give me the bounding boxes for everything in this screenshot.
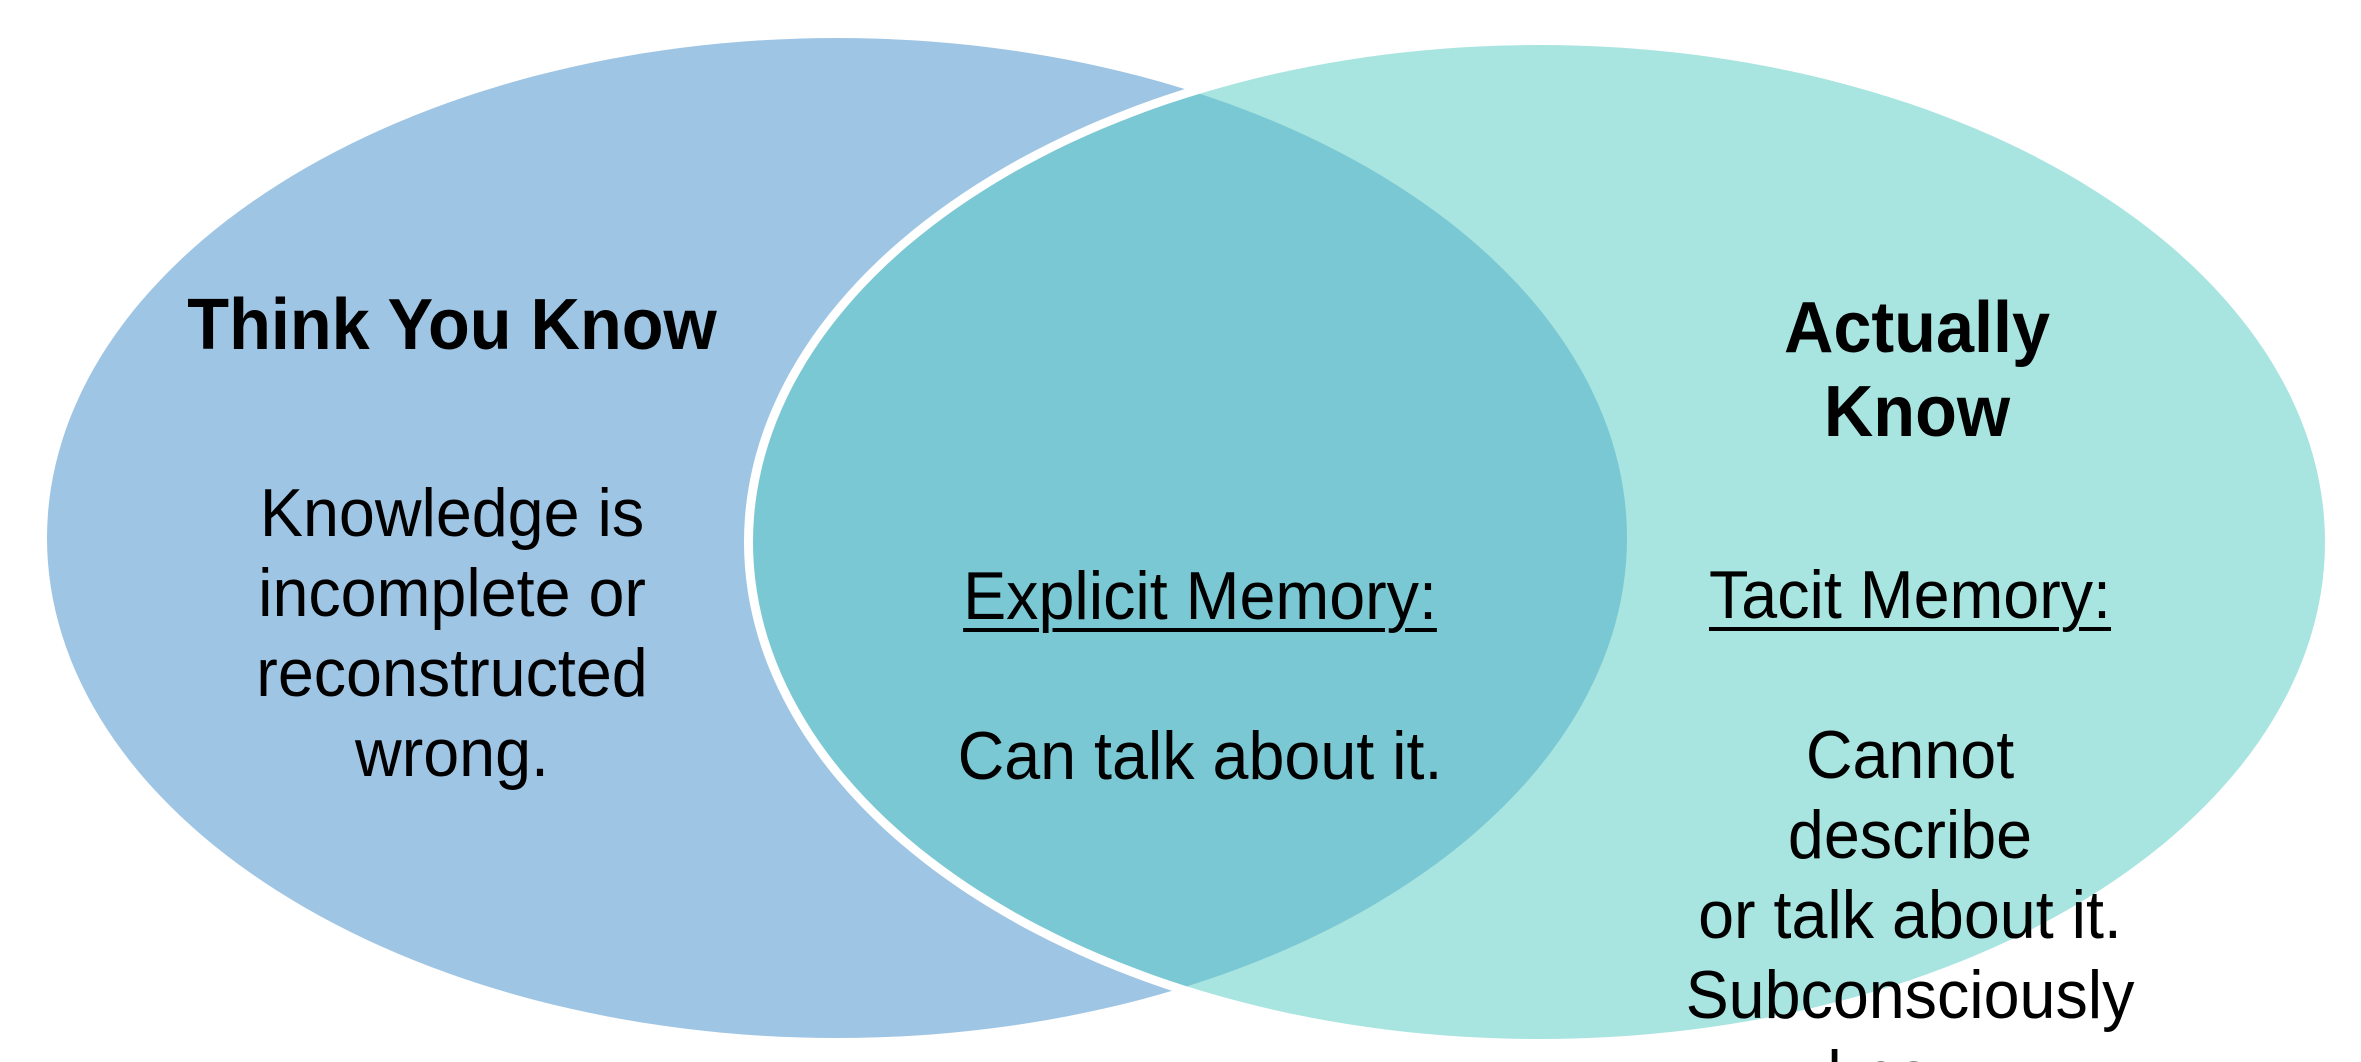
actually-know-ellipse: [744, 36, 2334, 1048]
right-circle-text-block: Tacit Memory: Cannot describe or talk ab…: [1686, 475, 2135, 1062]
overlap-heading: Explicit Memory:: [963, 558, 1437, 634]
right-circle-description: Cannot describe or talk about it. Subcon…: [1685, 717, 2135, 1062]
right-circle-title: Actually Know: [1783, 288, 2051, 452]
overlap-description: Can talk about it.: [957, 718, 1443, 794]
right-circle-heading: Tacit Memory:: [1708, 557, 2112, 633]
overlap-text-block: Explicit Memory: Can talk about it.: [958, 476, 1443, 876]
left-circle-description: Knowledge is incomplete or reconstructed…: [256, 475, 648, 791]
left-circle-title: Think You Know: [187, 285, 717, 365]
